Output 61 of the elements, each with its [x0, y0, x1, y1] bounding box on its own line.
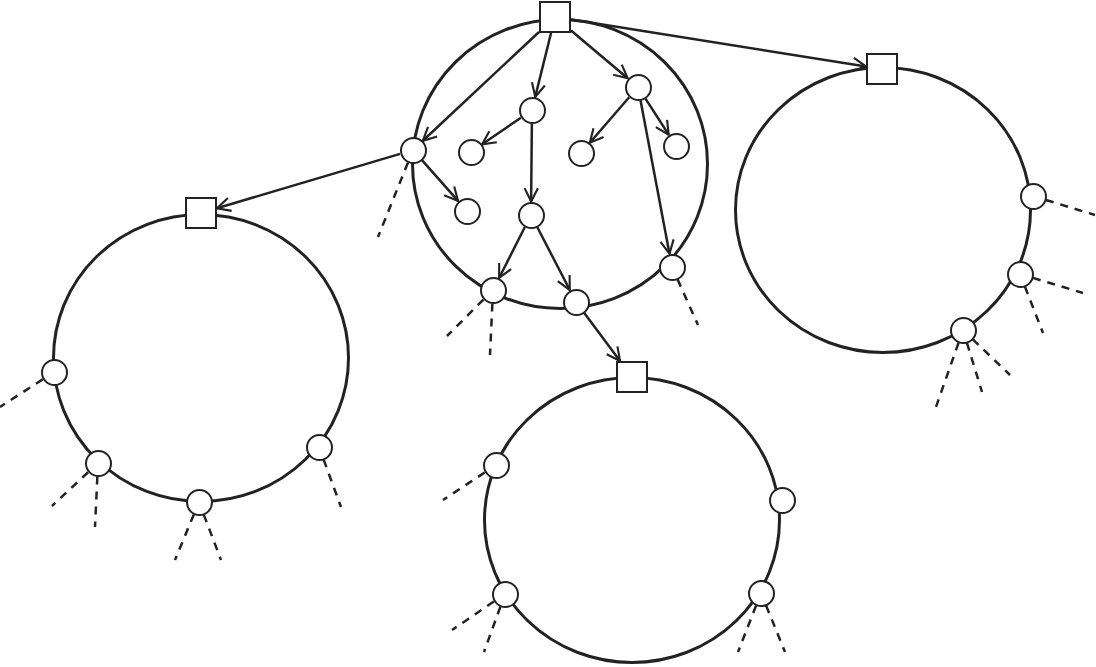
circle-node: [1019, 182, 1047, 210]
circle-node: [517, 201, 545, 229]
circle-node: [747, 579, 775, 607]
arrow: [523, 123, 539, 203]
dashed-line: [1032, 276, 1084, 295]
dashed-line: [451, 600, 495, 632]
dashed-line: [1023, 286, 1045, 334]
dashed-line: [202, 514, 223, 561]
dashed-line: [446, 298, 485, 337]
dashed-line: [971, 338, 1011, 376]
circle-node: [305, 433, 333, 461]
arrow: [498, 226, 526, 279]
square-node: [616, 361, 648, 393]
square-node: [539, 1, 571, 33]
circle-node: [491, 580, 519, 608]
arrow: [644, 97, 670, 136]
arrow: [421, 31, 540, 142]
dashed-line: [934, 342, 960, 408]
arrow: [481, 116, 522, 146]
circle-node: [453, 197, 481, 225]
dashed-line: [51, 471, 89, 507]
circle-node: [624, 73, 652, 101]
arrow: [588, 96, 631, 144]
arrow: [215, 152, 401, 212]
arrow: [639, 100, 675, 255]
dashed-line: [322, 459, 343, 508]
circle-node: [457, 138, 485, 166]
dashed-line: [482, 606, 502, 653]
circle-node: [40, 358, 68, 386]
circle-node: [185, 488, 213, 516]
circle-node: [518, 96, 546, 124]
circle-node: [84, 449, 112, 477]
circle-node: [662, 132, 690, 160]
circle-node: [482, 451, 510, 479]
dashed-line: [736, 605, 758, 653]
arrow: [536, 226, 571, 292]
dashed-line: [173, 514, 195, 561]
arrow: [570, 18, 868, 72]
circle-node: [567, 139, 595, 167]
circle-node: [658, 253, 686, 281]
dashed-line: [1045, 198, 1096, 217]
dashed-line: [442, 471, 486, 502]
circle-node: [562, 288, 590, 316]
arrow: [530, 32, 553, 98]
arrow: [583, 312, 622, 363]
dashed-line: [764, 605, 787, 653]
ring-circle: [734, 66, 1032, 354]
dashed-line: [376, 162, 410, 238]
square-node: [185, 197, 217, 229]
square-node: [866, 53, 898, 85]
dashed-line: [93, 476, 99, 528]
circle-node: [399, 136, 427, 164]
circle-node: [768, 486, 796, 514]
dashed-line: [0, 378, 44, 409]
circle-node: [949, 316, 977, 344]
arrow: [570, 29, 629, 80]
dashed-line: [676, 278, 700, 326]
circle-node: [1006, 260, 1034, 288]
dashed-line: [965, 342, 984, 393]
arrow: [421, 159, 460, 202]
dashed-line: [488, 303, 494, 356]
